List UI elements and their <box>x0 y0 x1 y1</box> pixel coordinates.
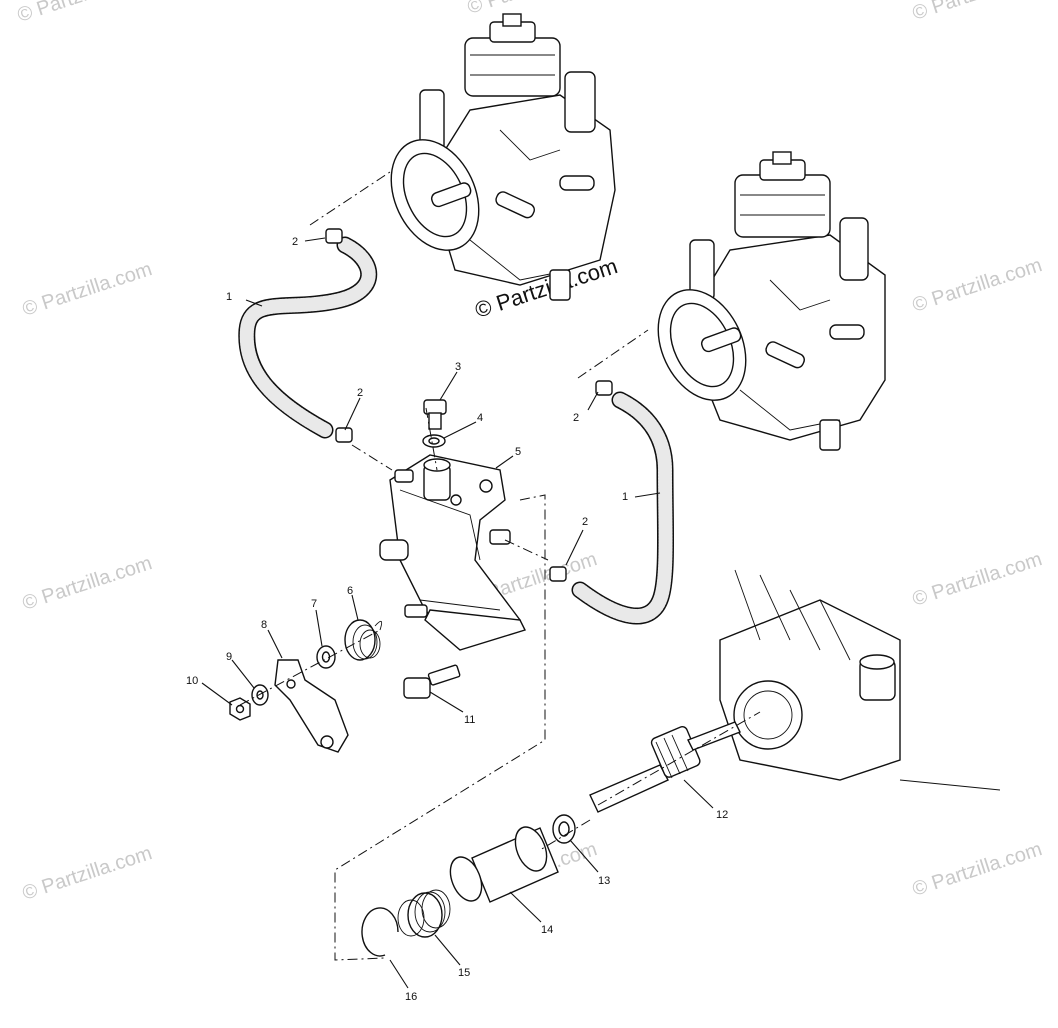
watermark-right-2: © Partzilla.com <box>910 548 1045 611</box>
watermark-top-center: © Partzilla.com <box>465 0 600 19</box>
spring-6 <box>344 619 383 661</box>
washer-7 <box>316 645 336 669</box>
washer-4 <box>422 434 446 448</box>
callout-2-upper-left: 2 <box>292 236 298 248</box>
callout-1-right: 1 <box>622 491 628 503</box>
callout-2-lower-right: 2 <box>582 516 588 528</box>
callout-10: 10 <box>186 675 198 687</box>
callout-2-lower-left: 2 <box>357 387 363 399</box>
callout-1-left: 1 <box>226 291 232 303</box>
banjo-bolt <box>423 399 447 430</box>
callout-15: 15 <box>458 967 470 979</box>
washer-9 <box>251 684 269 706</box>
spring-15 <box>397 889 451 938</box>
callout-8: 8 <box>261 619 267 631</box>
circlip-16 <box>361 907 399 957</box>
collar-14 <box>449 826 559 903</box>
crankcase-section <box>719 569 1001 791</box>
gear-shaft-12 <box>589 721 741 813</box>
callout-12: 12 <box>716 809 728 821</box>
watermark-top-left: © Partzilla.com <box>15 0 150 27</box>
nut-10 <box>229 697 251 721</box>
leader-lines <box>201 237 714 989</box>
hose-clamps <box>325 228 613 582</box>
callout-labels: 1 1 2 2 2 2 3 4 5 6 7 8 9 10 11 12 13 14… <box>186 236 728 1003</box>
bolt-11 <box>403 664 461 699</box>
callout-3: 3 <box>455 361 461 373</box>
lever-8 <box>274 659 349 753</box>
callout-5: 5 <box>515 446 521 458</box>
watermark-left-1: © Partzilla.com <box>20 258 155 321</box>
hose-right <box>571 391 675 625</box>
callout-9: 9 <box>226 651 232 663</box>
watermark-left-2: © Partzilla.com <box>20 552 155 615</box>
carburetor-lower <box>657 151 886 451</box>
callout-13: 13 <box>598 875 610 887</box>
watermark-right-1: © Partzilla.com <box>910 254 1045 317</box>
callout-6: 6 <box>347 585 353 597</box>
callout-16: 16 <box>405 991 417 1003</box>
callout-4: 4 <box>477 412 483 424</box>
carburetor-upper <box>390 13 616 301</box>
hose-left <box>238 236 378 439</box>
watermark-top-right: © Partzilla.com <box>910 0 1045 25</box>
watermark-left-3: © Partzilla.com <box>20 842 155 905</box>
washer-13 <box>552 814 576 844</box>
callout-11: 11 <box>464 714 475 726</box>
callout-14: 14 <box>541 924 553 936</box>
watermark-right-3: © Partzilla.com <box>910 838 1045 901</box>
callout-7: 7 <box>311 598 317 610</box>
oil-pump <box>379 454 526 651</box>
callout-2-upper-right: 2 <box>573 412 579 424</box>
explosion-lines <box>239 171 761 961</box>
